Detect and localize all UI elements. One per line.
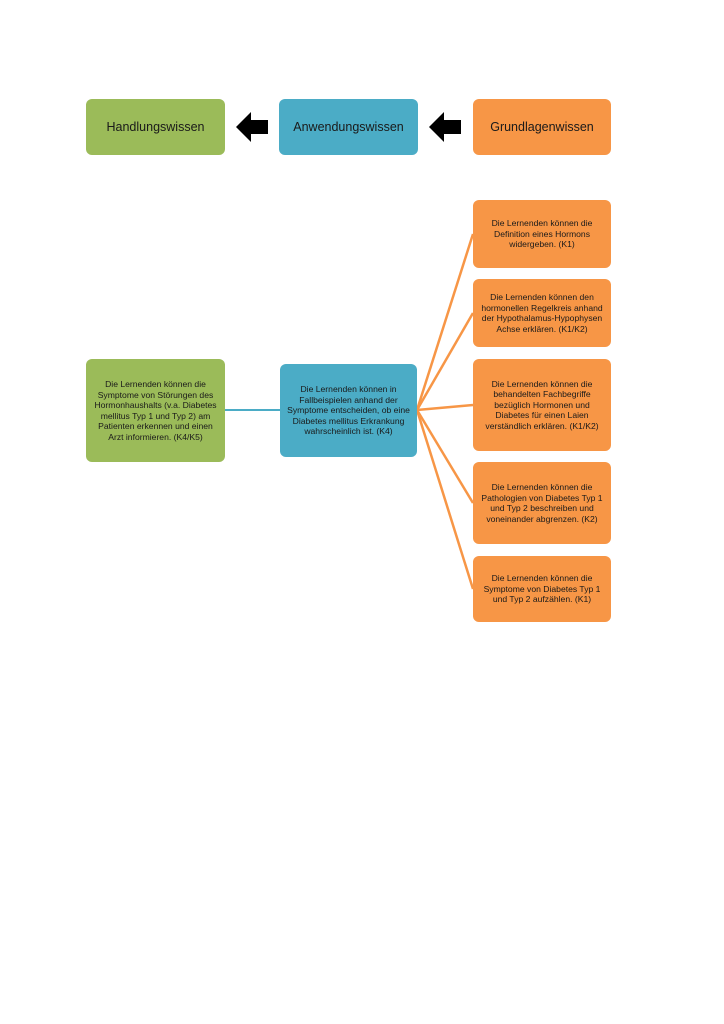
grundlagen-box-5: Die Lernenden können die Symptome von Di…: [473, 556, 611, 622]
grundlagen-box-3: Die Lernenden können die behandelten Fac…: [473, 359, 611, 451]
grundlagen-box-1-text: Die Lernenden können die Definition eine…: [491, 218, 593, 250]
grundlagen-box-4: Die Lernenden können die Pathologien von…: [473, 462, 611, 544]
handlung-box: Die Lernenden können die Symptome von St…: [86, 359, 225, 462]
connector-grundlagen-1: [415, 233, 475, 411]
grundlagen-box-4-text: Die Lernenden können die Pathologien von…: [481, 482, 603, 524]
handlung-box-text: Die Lernenden können die Symptome von St…: [94, 379, 217, 442]
grundlagen-box-5-text: Die Lernenden können die Symptome von Di…: [483, 573, 601, 605]
header-handlungswissen: Handlungswissen: [86, 99, 225, 155]
arrow-left-icon: [429, 112, 461, 142]
connector-grundlagen-4: [415, 409, 475, 504]
header-anwendungswissen-label: Anwendungswissen: [293, 120, 404, 134]
grundlagen-box-2: Die Lernenden können den hormonellen Reg…: [473, 279, 611, 347]
header-handlungswissen-label: Handlungswissen: [106, 120, 205, 134]
anwendung-box-text: Die Lernenden können in Fallbeispielen a…: [287, 384, 410, 437]
connector-grundlagen-3: [416, 403, 474, 412]
grundlagen-box-1: Die Lernenden können die Definition eine…: [473, 200, 611, 268]
header-grundlagenwissen: Grundlagenwissen: [473, 99, 611, 155]
header-grundlagenwissen-label: Grundlagenwissen: [490, 120, 594, 134]
grundlagen-box-3-text: Die Lernenden können die behandelten Fac…: [485, 378, 599, 431]
connector-grundlagen-5: [415, 409, 475, 590]
anwendung-box: Die Lernenden können in Fallbeispielen a…: [280, 364, 417, 457]
arrow-left-icon: [236, 112, 268, 142]
connector-grundlagen-2: [415, 312, 475, 411]
grundlagen-box-2-text: Die Lernenden können den hormonellen Reg…: [481, 292, 603, 334]
header-anwendungswissen: Anwendungswissen: [279, 99, 418, 155]
